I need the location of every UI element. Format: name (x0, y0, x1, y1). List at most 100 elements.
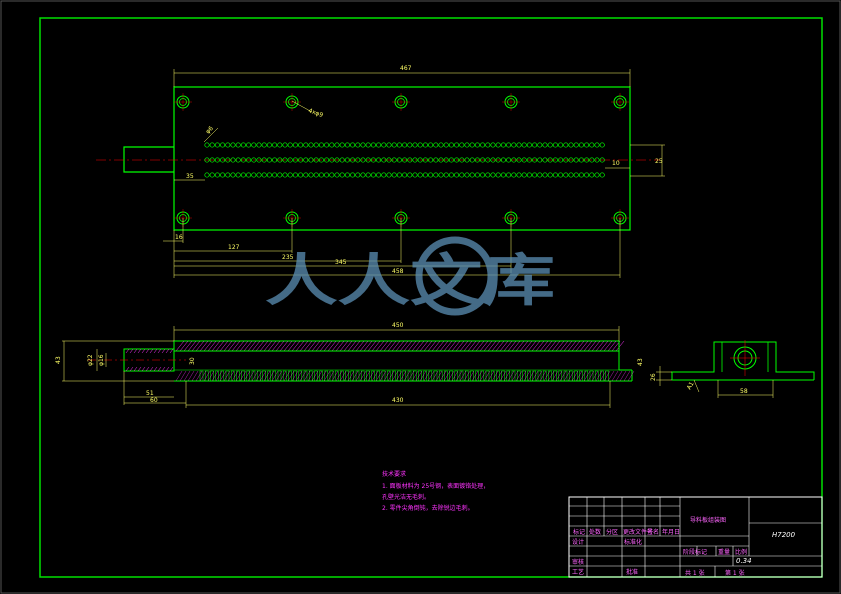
hole (256, 172, 262, 178)
hole (521, 142, 527, 148)
hole (391, 142, 397, 148)
hole (355, 142, 361, 148)
hole (558, 172, 564, 178)
hole (396, 172, 402, 178)
hole (391, 157, 397, 163)
tooth (329, 370, 334, 382)
hole (360, 142, 366, 148)
hole (428, 172, 434, 178)
hole (350, 157, 356, 163)
tooth (277, 370, 282, 382)
tooth (532, 370, 537, 382)
dim-x1: 16 (175, 234, 183, 241)
tech-note-line-2: 孔壁光洁无毛刺。 (382, 493, 430, 501)
hole (355, 157, 361, 163)
hole (542, 142, 548, 148)
dim-x5: 458 (392, 268, 404, 275)
hole (308, 172, 314, 178)
hole (594, 172, 600, 178)
hole (417, 172, 423, 178)
tooth (485, 370, 490, 382)
hole (464, 142, 470, 148)
hole (584, 157, 590, 163)
hole (594, 142, 600, 148)
tb-sheets-total: 共 1 张 (685, 569, 705, 577)
hole (532, 157, 538, 163)
hole (376, 172, 382, 178)
tooth (215, 370, 219, 382)
section-view: 450 430 43 φ22 φ16 30 51 60 43 (55, 322, 644, 408)
dim-right-height: 25 (655, 158, 663, 165)
tooth (267, 370, 271, 382)
hole (506, 172, 512, 178)
tb-role-1: 标准化 (624, 538, 642, 546)
hole (272, 157, 278, 163)
dim-overall: 467 (400, 65, 412, 72)
hole (214, 142, 220, 148)
tooth (563, 370, 568, 382)
hole (589, 172, 595, 178)
hole (490, 172, 496, 178)
hole (324, 157, 330, 163)
tooth (516, 370, 521, 382)
hole (303, 157, 309, 163)
hole (495, 172, 501, 178)
dim-side-height: 26 (650, 373, 657, 381)
hole (584, 172, 590, 178)
tb-role-3: 工艺 (572, 568, 584, 576)
hole (568, 157, 574, 163)
hole (308, 142, 314, 148)
dim-shaft-dia2: φ16 (98, 354, 105, 366)
hole (282, 172, 288, 178)
hole (490, 157, 496, 163)
hole (542, 172, 548, 178)
dim-total-height: 43 (55, 356, 62, 364)
hole (454, 172, 460, 178)
dim-hole-callout: φ6 (204, 125, 215, 136)
dim-shaft-dia: φ22 (87, 354, 94, 366)
hole (292, 172, 298, 178)
hole (422, 172, 428, 178)
hole (266, 172, 272, 178)
hole (552, 142, 558, 148)
hole (339, 142, 345, 148)
hole (573, 142, 579, 148)
hole (521, 157, 527, 163)
hole (246, 172, 252, 178)
tooth (241, 370, 245, 382)
hole (464, 157, 470, 163)
shaft-stub (123, 146, 174, 173)
hole (240, 172, 246, 178)
side-view: 58 26 A1 (650, 340, 815, 398)
tooth (433, 370, 438, 382)
hole (220, 157, 226, 163)
hole (313, 172, 319, 178)
tooth (308, 370, 313, 382)
hole (230, 172, 236, 178)
tb-scale-label: 比例 (735, 548, 747, 556)
hole (438, 142, 444, 148)
hole (480, 157, 486, 163)
hole (287, 157, 293, 163)
hole (443, 142, 449, 148)
tooth (366, 370, 370, 382)
hole (266, 157, 272, 163)
hole (526, 172, 532, 178)
hole (599, 172, 605, 178)
tooth (225, 370, 230, 382)
hole (266, 142, 272, 148)
hole (282, 157, 288, 163)
hole (355, 172, 361, 178)
tb-drawing-number: H7200 (772, 531, 796, 539)
hole (287, 172, 293, 178)
hole (365, 172, 371, 178)
tooth (272, 370, 277, 382)
hole (516, 142, 522, 148)
hole (376, 142, 382, 148)
hole (298, 157, 304, 163)
hole (251, 142, 257, 148)
tech-notes-title: 技术要求 (382, 470, 406, 478)
hole (220, 142, 226, 148)
hole (272, 142, 278, 148)
tooth (407, 370, 412, 382)
